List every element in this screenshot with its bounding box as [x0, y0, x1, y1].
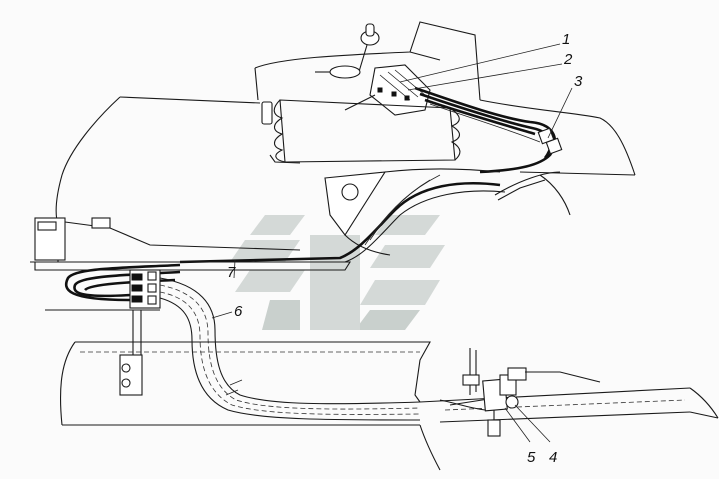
cross-member	[34, 217, 351, 271]
callout-7: 7	[227, 264, 236, 281]
callout-2: 2	[563, 51, 573, 68]
support-bracket	[324, 168, 501, 256]
bellows-boot	[261, 99, 461, 164]
hose-manifold	[45, 263, 181, 396]
callout-3: 3	[574, 73, 583, 90]
seat-assembly	[254, 21, 481, 101]
right-frame-rail	[479, 99, 636, 216]
callout-5: 5	[527, 449, 536, 466]
callout-labels: 1 2 3 4 5 6 7	[227, 31, 583, 466]
lower-hose-loop	[159, 277, 421, 421]
watermark-logo	[230, 215, 445, 330]
callout-6: 6	[234, 303, 243, 320]
callout-1: 1	[562, 31, 570, 48]
upper-hose-bundle	[414, 86, 563, 174]
lower-valve-assembly	[439, 348, 601, 437]
mid-hose-run	[179, 174, 506, 264]
control-valve-block	[344, 64, 431, 116]
callout-4: 4	[549, 449, 557, 466]
leader-lines	[211, 43, 573, 443]
lower-frame-rail	[60, 341, 719, 471]
